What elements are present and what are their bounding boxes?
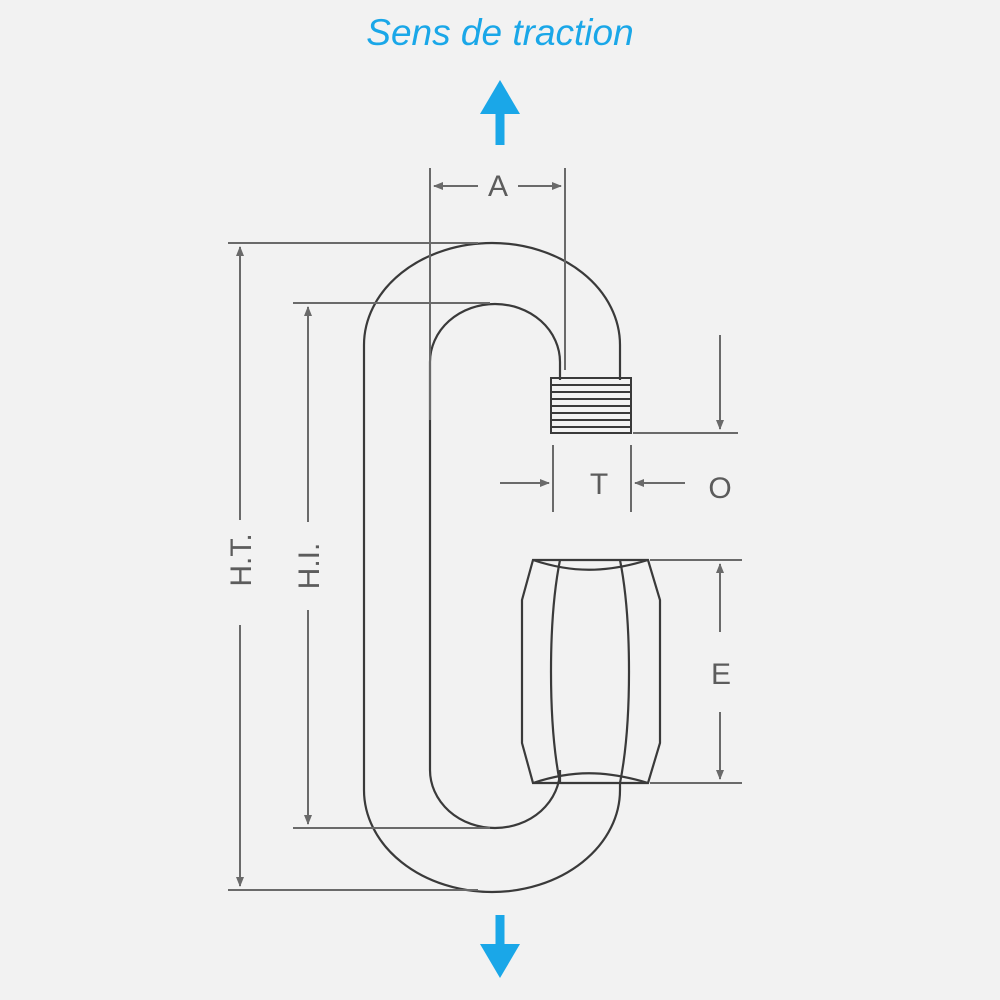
thread-section (550, 377, 632, 434)
dimension-lines (228, 168, 742, 891)
pull-direction-title: Sens de traction (366, 12, 634, 53)
label-t: T (590, 468, 608, 501)
label-hi: H.I. (293, 543, 326, 590)
label-a: A (488, 170, 508, 203)
label-ht: H.T. (225, 533, 258, 586)
quick-link-body (362, 241, 622, 894)
pull-arrow-down (480, 915, 520, 978)
label-o: O (708, 472, 731, 505)
label-e: E (711, 658, 731, 691)
pull-arrow-up (480, 80, 520, 145)
hex-nut (520, 558, 662, 785)
